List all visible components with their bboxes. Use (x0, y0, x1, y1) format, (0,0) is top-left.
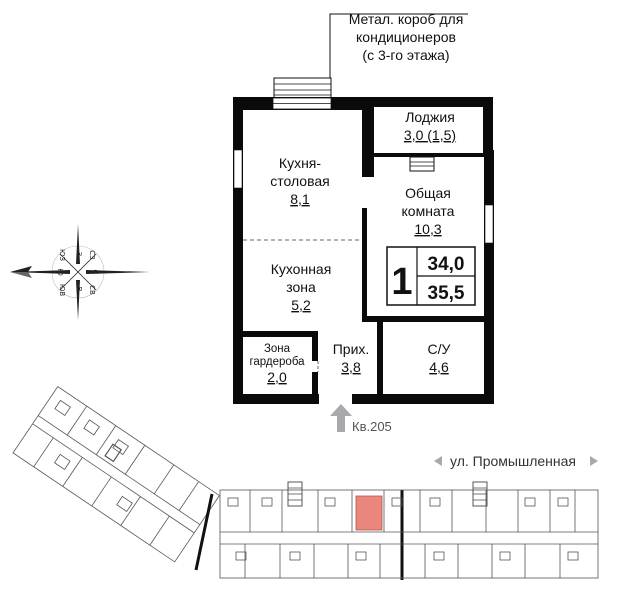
compass-nw: СЗ (88, 250, 96, 260)
wardrobe-name-2: гардероба (249, 356, 305, 368)
total-area-value: 35,5 (428, 283, 465, 304)
rooms-count: 1 (391, 261, 412, 303)
compass-ne: СВ (88, 285, 96, 295)
kitchen-zone-name-1: Кухонная (271, 261, 332, 277)
living-area-value: 34,0 (428, 254, 465, 275)
wardrobe-name-1: Зона (264, 343, 291, 355)
street-name: ул. Промышленная (450, 453, 576, 469)
entrance-arrow-icon (330, 404, 352, 432)
kitchen-dining-area: 8,1 (290, 191, 310, 207)
loggia-name: Лоджия (405, 109, 455, 125)
hallway-area: 3,8 (341, 359, 361, 375)
kitchen-zone-name-2: зона (286, 279, 316, 295)
loggia-door-symbol (409, 156, 435, 172)
ac-box (273, 77, 332, 101)
bathroom-area: 4,6 (429, 359, 449, 375)
compass-rose-icon (10, 224, 150, 320)
wardrobe-area: 2,0 (267, 369, 287, 385)
apartment-walls (233, 97, 494, 404)
ac-box-leader (329, 13, 468, 80)
kitchen-dining-name-1: Кухня- (279, 155, 321, 171)
ac-box-label-line3: (с 3-го этажа) (362, 47, 449, 63)
bathroom-name: С/У (428, 341, 451, 357)
compass-sw: ЮЗ (58, 249, 66, 262)
kitchen-zone-area: 5,2 (291, 297, 311, 313)
living-room-name-1: Общая (405, 185, 451, 201)
building-plan (12, 385, 599, 580)
compass-west: З (75, 252, 83, 257)
street-arrow-right-icon (590, 456, 598, 466)
area-summary-box (386, 246, 476, 306)
living-room-area: 10,3 (414, 221, 441, 237)
compass-north: С (91, 270, 99, 275)
ac-box-label-line2: кондиционеров (356, 29, 456, 45)
loggia-area: 3,0 (1,5) (404, 127, 456, 143)
compass-east: В (75, 287, 83, 292)
highlighted-apartment (355, 495, 383, 531)
street-arrow-left-icon (434, 456, 442, 466)
compass-south: Ю (56, 268, 64, 276)
kitchen-dining-name-2: столовая (270, 173, 330, 189)
living-room-name-2: комната (402, 203, 455, 219)
ac-box-label-line1: Метал. короб для (349, 11, 464, 27)
hallway-name: Прих. (333, 341, 370, 357)
entrance-label: Кв.205 (352, 419, 392, 434)
compass-se: ЮВ (58, 284, 66, 297)
